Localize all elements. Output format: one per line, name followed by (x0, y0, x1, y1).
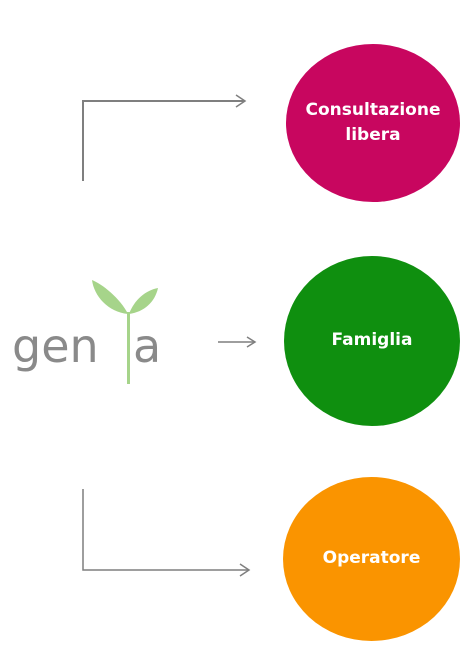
node-label: Operatore (322, 548, 421, 569)
logo-leaf-right (129, 288, 158, 314)
genia-logo: gen a (12, 280, 161, 384)
logo-stem (127, 312, 130, 384)
arrow-head-icon (235, 94, 247, 108)
logo-leaf-left (92, 280, 128, 314)
arrow-head-icon (246, 336, 257, 348)
node-operatore: Operatore (283, 477, 460, 641)
arrow-head-icon (239, 563, 251, 577)
connector-operatore (82, 489, 251, 577)
node-famiglia: Famiglia (284, 256, 460, 426)
logo-text-a: a (133, 319, 161, 373)
logo-text-gen: gen (12, 319, 99, 373)
connector-consultazione (82, 94, 247, 181)
node-consultazione-libera: Consultazione libera (286, 44, 460, 202)
node-label: Famiglia (331, 330, 413, 351)
node-label: Consultazione libera (305, 99, 441, 146)
connector-famiglia (218, 336, 257, 348)
